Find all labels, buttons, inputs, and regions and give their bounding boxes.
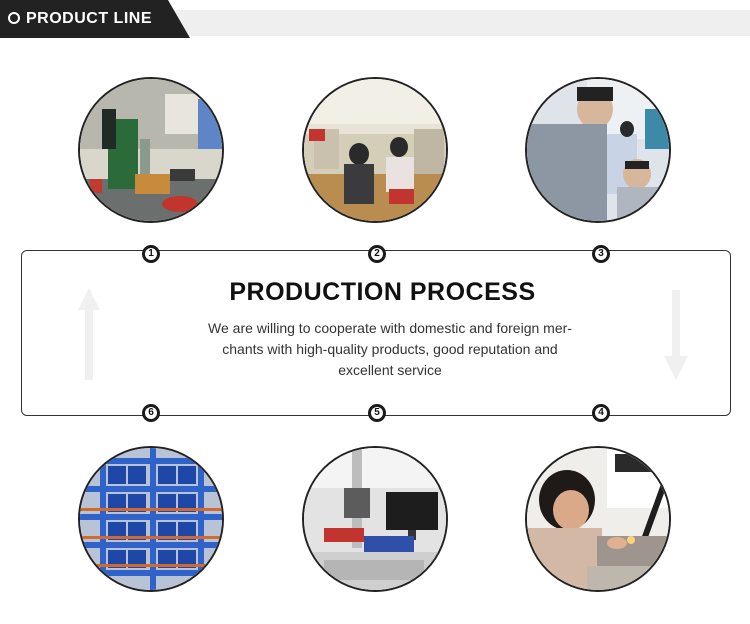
step-badge-1: 1: [142, 245, 160, 263]
step-4-photo: [525, 446, 671, 592]
step-1-photo: [78, 77, 224, 223]
step-badge-3: 3: [592, 245, 610, 263]
step-3-photo: [525, 77, 671, 223]
step-badge-6: 6: [142, 404, 160, 422]
step-5-photo: [302, 446, 448, 592]
arrow-down-icon: [664, 290, 688, 380]
step-badge-4: 4: [592, 404, 610, 422]
header-label: PRODUCT LINE: [26, 10, 152, 27]
step-badge-5: 5: [368, 404, 386, 422]
arrow-up-icon: [78, 288, 100, 380]
process-title: PRODUCTION PROCESS: [229, 278, 536, 306]
section-header: PRODUCT LINE: [0, 0, 750, 38]
header-bar: [160, 10, 750, 36]
step-2-photo: [302, 77, 448, 223]
header-tab: PRODUCT LINE: [0, 0, 190, 38]
step-badge-2: 2: [368, 245, 386, 263]
step-6-photo: [78, 446, 224, 592]
process-description: We are willing to cooperate with domesti…: [208, 320, 572, 378]
circle-icon: [8, 12, 20, 24]
